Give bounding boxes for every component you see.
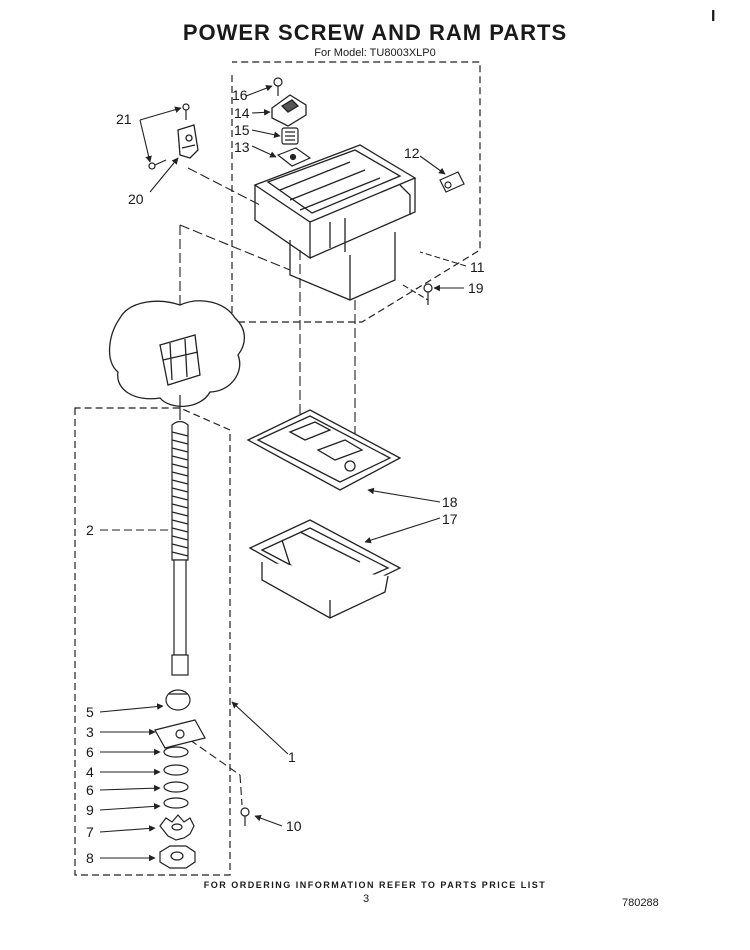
ram-housing: [253, 144, 417, 301]
callout-7: 7: [86, 824, 94, 840]
callout-18: 18: [442, 494, 458, 510]
screw-assembly-boundary: [74, 407, 231, 876]
retainer-plate: [276, 147, 312, 167]
callout-16: 16: [232, 87, 248, 103]
callout-19: 19: [468, 280, 484, 296]
mounting-screw: [240, 807, 250, 826]
housing-screw: [423, 283, 433, 305]
callout-8: 8: [86, 850, 94, 866]
callout-6a: 6: [86, 744, 94, 760]
callout-3: 3: [86, 724, 94, 740]
corner-mark: I: [711, 8, 716, 25]
callout-4: 4: [86, 764, 94, 780]
housing-group-boundary: [231, 61, 481, 323]
callout-10: 10: [286, 818, 302, 834]
page-title: POWER SCREW AND RAM PARTS: [182, 20, 568, 45]
callout-5: 5: [86, 704, 94, 720]
screw-cap: [271, 94, 307, 127]
bracket-screws: [148, 103, 190, 170]
model-subtitle: For Model: TU8003XLP0: [314, 47, 436, 59]
switch-bracket: [177, 124, 199, 159]
callout-14: 14: [234, 105, 250, 121]
callout-12: 12: [404, 145, 420, 161]
ram-pan: [248, 519, 402, 619]
power-screw: [171, 395, 189, 676]
gasket: [246, 409, 402, 491]
callout-13: 13: [234, 139, 250, 155]
callout-21: 21: [116, 111, 132, 127]
callout-17: 17: [442, 511, 458, 527]
sprocket: [159, 814, 195, 841]
callout-6b: 6: [86, 782, 94, 798]
callout-2: 2: [86, 522, 94, 538]
callout-11: 11: [470, 259, 485, 275]
document-number: 780288: [622, 897, 659, 909]
callout-1: 1: [288, 749, 296, 765]
page-number: 3: [363, 893, 370, 905]
detail-inset: [108, 300, 246, 408]
washer-stack: [163, 746, 189, 809]
callout-20: 20: [128, 191, 144, 207]
thrust-nut: [281, 127, 299, 145]
callout-9: 9: [86, 802, 94, 818]
bearing-plate: [154, 719, 206, 749]
bearing: [165, 689, 191, 711]
ordering-note: FOR ORDERING INFORMATION REFER TO PARTS …: [203, 880, 547, 890]
callout-labels: 21 16 14 15 13 12 20 11 19 18 17 2 5 3 6…: [86, 87, 485, 866]
wire-connector: [439, 171, 465, 193]
drive-nut: [159, 845, 196, 869]
callout-15: 15: [234, 122, 250, 138]
cap-screw: [273, 77, 283, 96]
